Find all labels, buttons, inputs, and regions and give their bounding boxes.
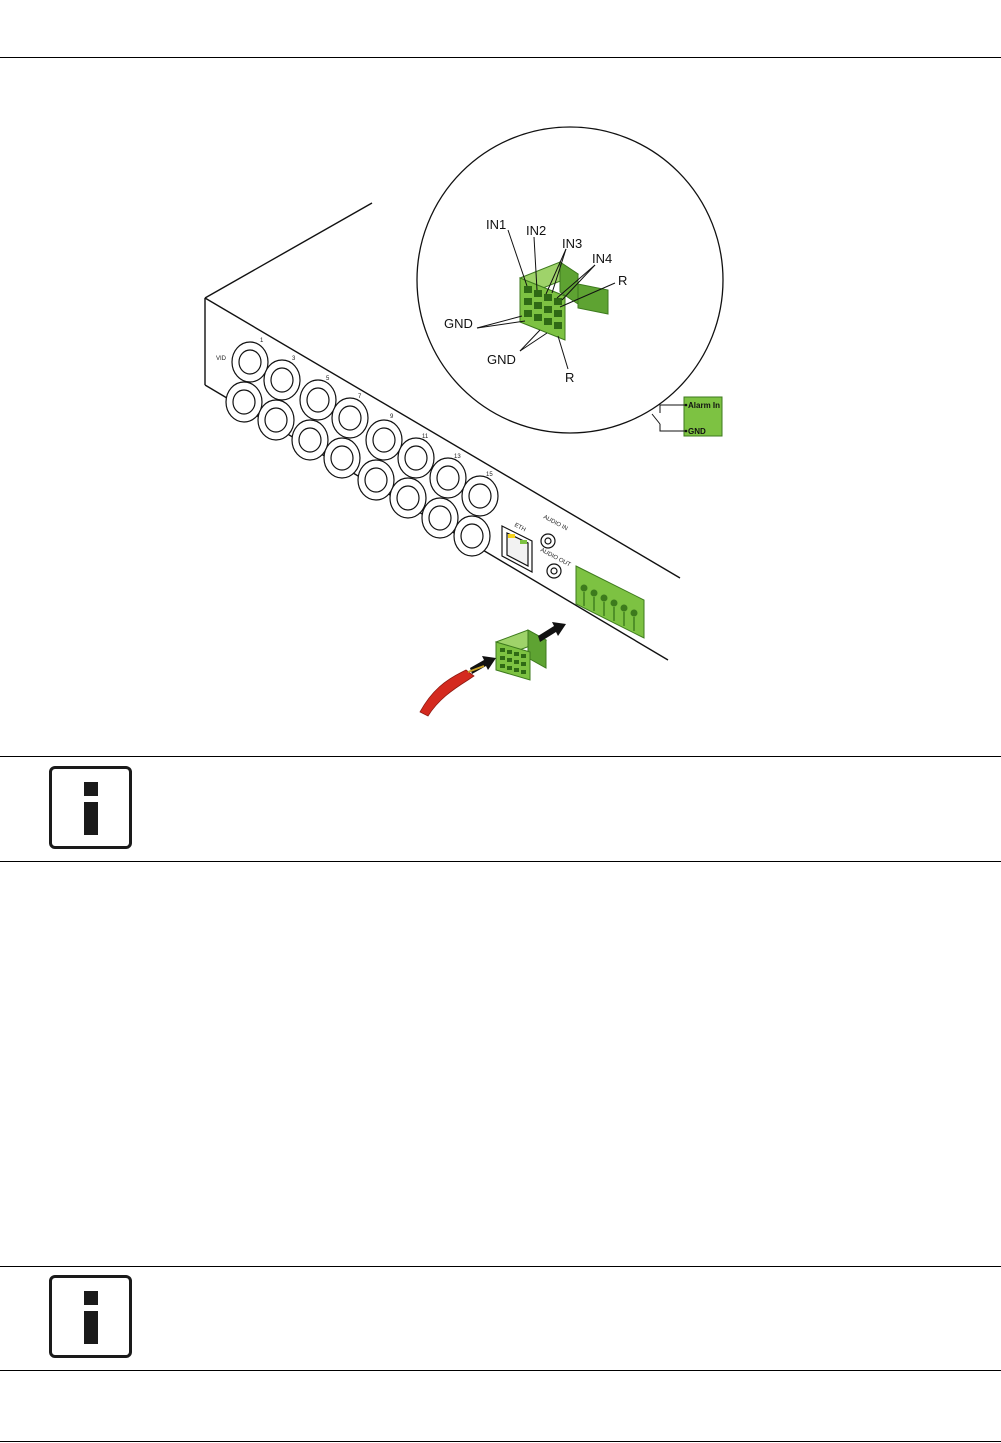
red-wire [419,669,475,717]
note-rule-top [0,756,1001,757]
zoomed-connector [518,261,609,341]
bnc-connectors [225,341,499,557]
port-number: 15 [486,472,493,478]
port-number: 5 [326,376,330,382]
zoom-label-in2: IN2 [526,223,546,238]
loose-connector [494,629,548,681]
header-rule [0,57,1001,58]
port-number: 13 [454,454,461,460]
zoom-label-r-bottom: R [565,370,574,385]
vid-label: VID [216,356,227,362]
port-number: 1 [260,338,264,344]
note-rule-bottom [0,1370,1001,1371]
connection-illustration: VID 1 3 5 7 9 11 13 15 ETH AUDIO IN AUDI… [0,58,1001,758]
footer-rule [0,1441,1001,1442]
info-icon [49,766,132,849]
zoom-label-in3: IN3 [562,236,582,251]
audio-jacks [540,533,562,579]
note-block [0,757,1001,861]
note-rule-bottom [0,861,1001,862]
port-number: 7 [358,394,362,400]
eth-label: ETH [513,522,526,533]
alarm-gnd-label: GND [688,427,706,436]
terminal-block-on-panel [575,565,645,639]
port-number: 11 [422,434,429,440]
alarm-in-label: Alarm In [688,401,720,410]
zoom-label-r-top: R [618,273,627,288]
alarm-schematic [651,396,723,437]
stripped-wire-end [467,665,485,673]
zoom-label-gnd-left: GND [444,316,473,331]
eth-led-green [520,540,527,544]
note-rule-top [0,1266,1001,1267]
port-number: 3 [292,356,296,362]
eth-led-yellow [508,534,515,538]
zoom-label-gnd-bottom: GND [487,352,516,367]
leader-lines [476,229,616,370]
audio-in-label: AUDIO IN [542,514,568,532]
info-icon [49,1275,132,1358]
ethernet-port [501,525,533,573]
port-number: 9 [390,414,394,420]
note-block [0,1267,1001,1370]
zoom-label-in4: IN4 [592,251,612,266]
zoom-label-in1: IN1 [486,217,506,232]
